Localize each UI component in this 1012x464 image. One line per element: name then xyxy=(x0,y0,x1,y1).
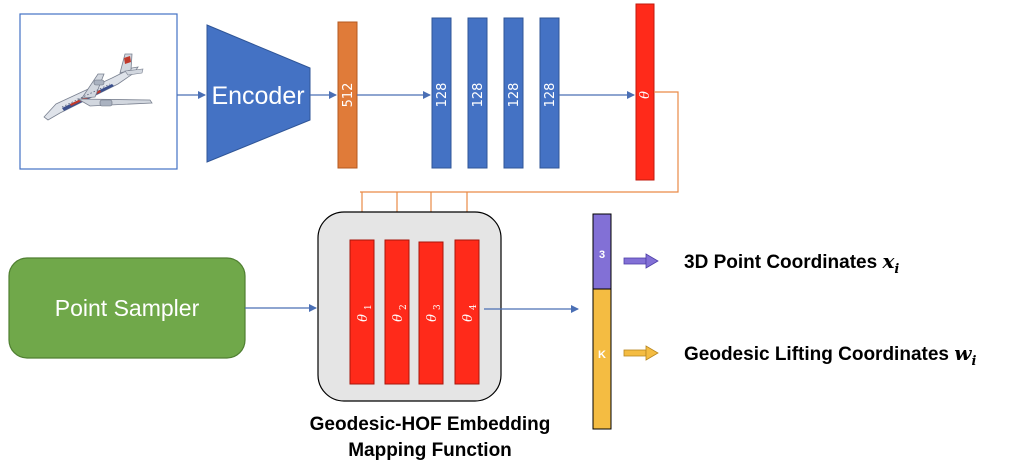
theta-output-block: θ xyxy=(635,3,655,181)
airplane-icon xyxy=(43,53,153,121)
output-coords-text: 3D Point Coordinates xi xyxy=(684,249,899,277)
mapping-caption-line-2: Mapping Function xyxy=(348,440,512,461)
mapping-layer-2-symbol: θ xyxy=(391,314,406,322)
hidden-layer-1-label: 128 xyxy=(435,83,450,108)
hidden-layer-4-label: 128 xyxy=(543,83,558,108)
point-sampler-block: Point Sampler xyxy=(8,257,246,359)
mapping-caption-line-1: Geodesic-HOF Embedding xyxy=(310,414,551,435)
hidden-layer-3: 128 xyxy=(503,17,524,169)
hidden-layer-4: 128 xyxy=(539,17,560,169)
hidden-layer-2-label: 128 xyxy=(471,83,486,108)
lifting-arrow-icon xyxy=(623,345,659,361)
theta-output-symbol: θ xyxy=(638,91,653,99)
encoder-label: Encoder xyxy=(211,82,304,110)
mapping-layer-3: θ 3 xyxy=(418,241,444,385)
input-image xyxy=(19,13,178,170)
hidden-layer-3-label: 128 xyxy=(507,83,522,108)
mapping-layer-3-symbol: θ xyxy=(425,314,440,322)
mapping-layer-3-index: 3 xyxy=(433,304,443,310)
mapping-layer-1: θ 1 xyxy=(349,239,375,385)
mapping-layer-1-index: 1 xyxy=(364,304,374,310)
output-vector-lifting-label: K xyxy=(598,349,606,361)
latent-code-block: 512 xyxy=(337,21,358,169)
output-vector-coords-label: 3 xyxy=(599,249,605,261)
output-lifting-text: Geodesic Lifting Coordinates wi xyxy=(684,341,976,369)
encoder-block: Encoder xyxy=(206,24,311,163)
point-sampler-label: Point Sampler xyxy=(55,295,200,321)
coords-arrow-icon xyxy=(623,253,659,269)
latent-code-label: 512 xyxy=(341,83,356,108)
output-vector: 3 K xyxy=(592,213,612,430)
hidden-layer-1: 128 xyxy=(431,17,452,169)
mapping-layer-2-index: 2 xyxy=(399,304,409,310)
mapping-layer-1-symbol: θ xyxy=(356,314,371,322)
mapping-function-panel: θ 1 θ 2 θ 3 θ 4 xyxy=(317,211,502,402)
mapping-layer-4: θ 4 xyxy=(454,239,480,385)
mapping-layer-4-index: 4 xyxy=(469,304,479,310)
hidden-layer-2: 128 xyxy=(467,17,488,169)
mapping-layer-4-symbol: θ xyxy=(461,314,476,322)
mapping-layer-2: θ 2 xyxy=(384,239,410,385)
